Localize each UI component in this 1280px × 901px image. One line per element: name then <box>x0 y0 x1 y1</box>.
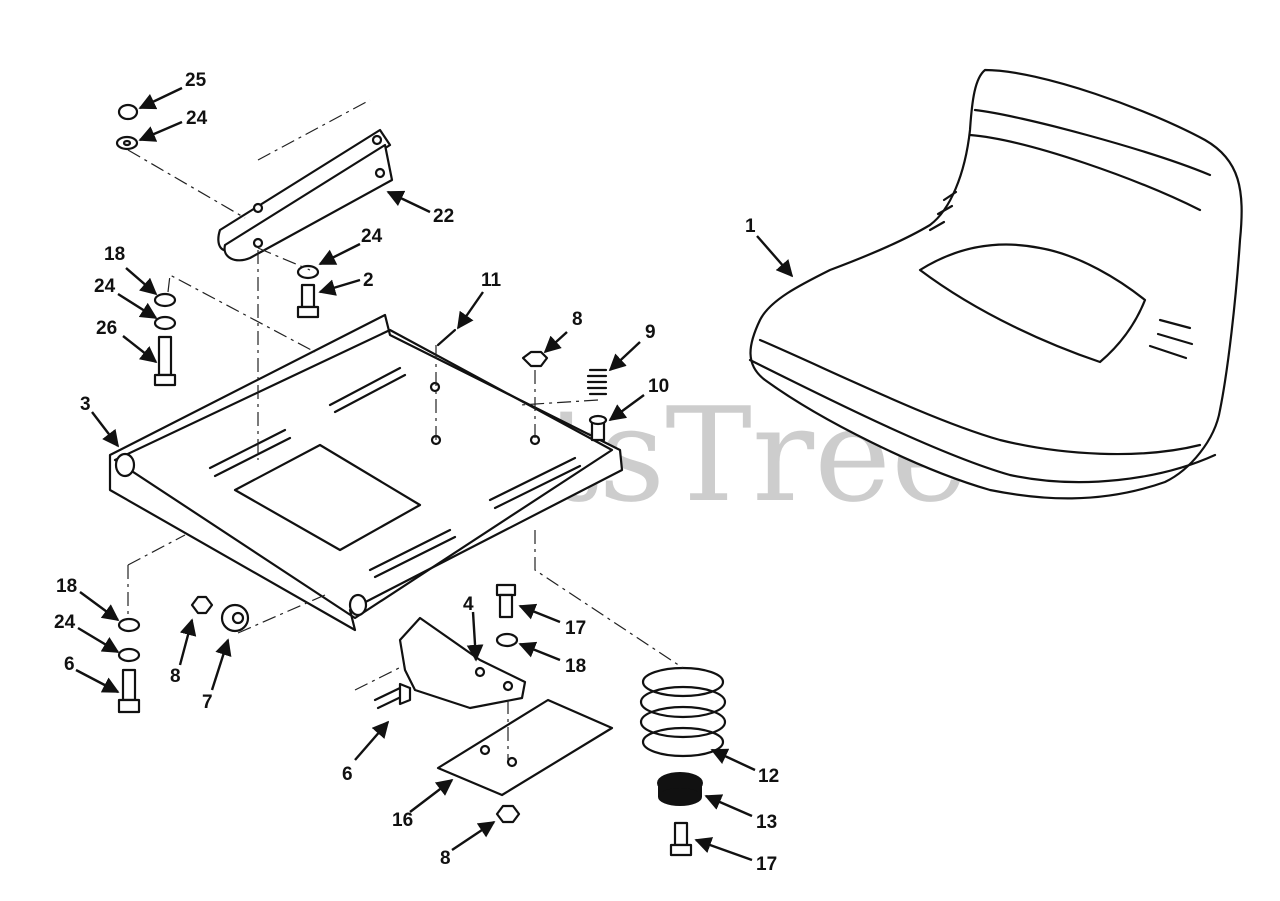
callout-16: 16 <box>392 810 413 831</box>
callout-6: 6 <box>64 654 75 675</box>
leader-arrows <box>75 86 794 862</box>
callout-24: 24 <box>54 612 76 633</box>
callout-18: 18 <box>104 244 125 265</box>
seat-part <box>748 68 1243 500</box>
callout-17: 17 <box>565 618 586 639</box>
callout-8: 8 <box>170 666 181 687</box>
callout-18: 18 <box>565 656 586 677</box>
callout-6: 6 <box>342 764 353 785</box>
alignment-lines <box>127 99 684 760</box>
callout-22: 22 <box>433 206 454 227</box>
callout-8: 8 <box>572 309 583 330</box>
callout-26: 26 <box>96 318 117 339</box>
callout-12: 12 <box>758 766 779 787</box>
mounting-plate-part <box>108 313 624 632</box>
callout-11: 11 <box>481 270 502 291</box>
callout-3: 3 <box>80 394 91 415</box>
callout-10: 10 <box>648 376 669 397</box>
callout-7: 7 <box>202 692 213 713</box>
callout-18: 18 <box>56 576 77 597</box>
callout-9: 9 <box>645 322 656 343</box>
callout-4: 4 <box>463 594 474 615</box>
callout-24: 24 <box>186 108 208 129</box>
callout-24: 24 <box>361 226 383 247</box>
callout-1: 1 <box>745 216 756 237</box>
callout-17: 17 <box>756 854 777 875</box>
callout-8: 8 <box>440 848 451 869</box>
callout-13: 13 <box>756 812 777 833</box>
callout-2: 2 <box>363 270 374 291</box>
hardware-parts <box>115 103 727 857</box>
callout-25: 25 <box>185 70 207 91</box>
callout-labels: 25 24 22 18 24 24 2 26 11 8 9 1 3 10 18 … <box>54 70 779 875</box>
callout-24: 24 <box>94 276 116 297</box>
slide-bracket-part <box>217 128 394 262</box>
